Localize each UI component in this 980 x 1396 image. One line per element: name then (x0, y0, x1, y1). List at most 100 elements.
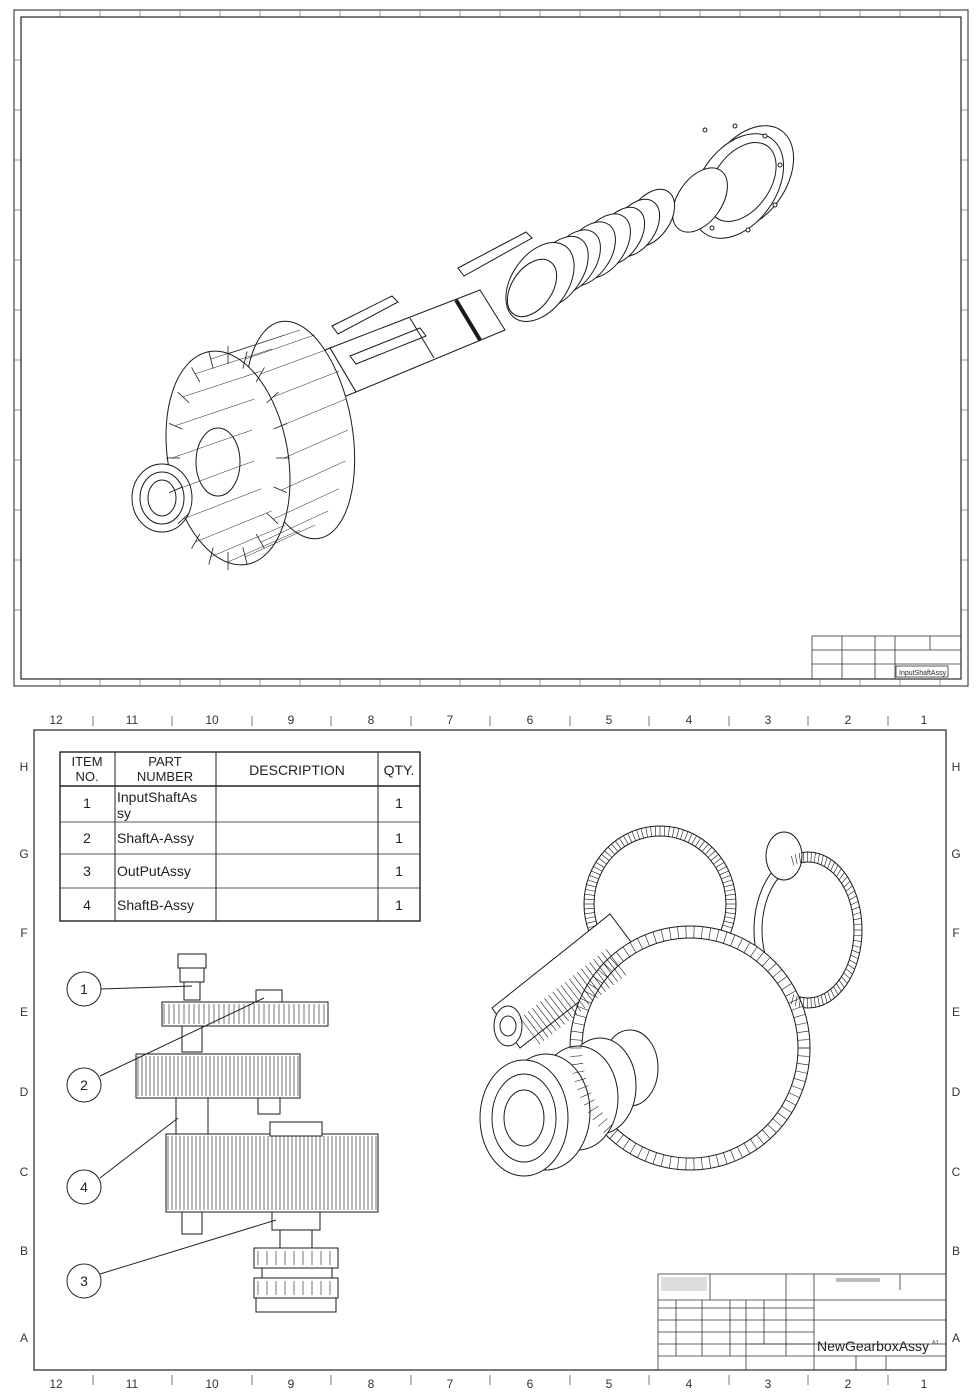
gear-tooth-line (851, 949, 860, 954)
gear-tooth-line (585, 889, 596, 892)
gear-tooth-line (593, 866, 603, 872)
drawing-sheet-2: 12 11 10 9 8 7 6 5 4 3 2 1 12 11 10 9 8 … (0, 708, 980, 1396)
balloon-item-3[interactable] (66, 1263, 102, 1299)
gear-tooth-line (601, 854, 610, 861)
balloon-callouts (66, 971, 277, 1299)
gear-tooth-line (772, 969, 783, 978)
gear-tooth-line (584, 898, 595, 901)
zone-row-left: F (20, 926, 27, 940)
gear-tooth-line (724, 889, 735, 892)
gear-tooth-line (654, 826, 657, 837)
gear-tooth-line (802, 852, 805, 863)
front-view-gear-teeth (137, 1004, 377, 1295)
input-gear-teeth (166, 329, 349, 570)
gear-tooth-line (851, 906, 860, 911)
balloon-item-4[interactable] (66, 1169, 102, 1205)
gear-tooth-line (676, 828, 680, 839)
zone-col-top: 12 (49, 713, 63, 727)
zone-col-top: 6 (527, 713, 534, 727)
zone-col-top: 5 (606, 713, 613, 727)
balloon-item-1[interactable] (66, 971, 102, 1007)
gear-tooth-line (174, 398, 255, 427)
gear-tooth-line (853, 939, 862, 943)
gear-tooth-line (802, 997, 805, 1008)
sheet-1-zone-ticks (14, 10, 968, 686)
gear-tooth-line (817, 853, 820, 864)
sheet-1-outer-border (13, 9, 969, 687)
zone-col-bottom: 8 (368, 1377, 375, 1391)
gear-tooth-line (730, 1149, 736, 1162)
gear-tooth-line (195, 348, 272, 375)
gear-tooth-line (794, 854, 798, 864)
sheet-2-canvas: 12 11 10 9 8 7 6 5 4 3 2 1 12 11 10 9 8 … (19, 713, 961, 1391)
gear-tooth-line (615, 1134, 624, 1145)
gear-tooth-line (704, 846, 713, 855)
zone-row-left: G (19, 847, 28, 861)
sheet-1-inner-border (20, 16, 962, 680)
gear-tooth-line (574, 1078, 587, 1082)
bom-cell-item: 2 (83, 830, 91, 846)
output-flange-2 (253, 1277, 339, 1299)
gear-tooth-line (636, 829, 640, 840)
gear-tooth-line (242, 547, 248, 565)
gear-tooth-line (687, 833, 693, 843)
gear-tooth-line (820, 855, 824, 865)
gear-tooth-line (810, 997, 812, 1008)
gear-tooth-line (601, 952, 623, 979)
gear-tooth-line (548, 994, 569, 1022)
gear-tooth-line (644, 934, 650, 947)
shaft-key-short (331, 295, 399, 335)
gear-tooth-line (721, 875, 731, 880)
gear-tooth-line (663, 826, 666, 837)
gearbox-isometric-view (479, 825, 863, 1177)
gear-tooth-line (723, 1152, 728, 1165)
bom-cell-qty: 1 (395, 795, 403, 811)
gear-tooth-line (824, 857, 828, 867)
gear-tooth-line (777, 976, 788, 984)
gear-tooth-line (168, 423, 183, 430)
gear-tooth-line (827, 859, 832, 869)
gear-tooth-line (260, 510, 329, 543)
bom-table: ITEM NO. PART NUMBER DESCRIPTION QTY. 1 … (59, 751, 421, 922)
gear-tooth-line (283, 429, 349, 459)
bom-cell-item: 4 (83, 897, 91, 913)
gear-tooth-line (273, 486, 288, 493)
gear-tooth-line (588, 1106, 599, 1113)
gear-tooth-line (583, 1099, 595, 1106)
gear-tooth-line (652, 1152, 657, 1165)
gear-tooth-line (607, 846, 616, 855)
gear-tooth-line (793, 1014, 806, 1018)
gear-tooth-line (266, 391, 279, 404)
gear-tooth-line (797, 1039, 810, 1041)
gear-tooth-line (589, 962, 610, 989)
gear-tooth-line (719, 870, 729, 876)
bom-cell-item: 3 (83, 863, 91, 879)
gear-tooth-line (684, 831, 689, 841)
zone-row-left: D (20, 1085, 29, 1099)
gear-tooth-line (796, 1063, 809, 1066)
gear-tooth-line (680, 829, 684, 840)
gear-tooth-line (182, 370, 262, 398)
end-bearing (131, 463, 193, 533)
gear-tooth-line (652, 931, 657, 944)
gear-tooth-line (629, 942, 637, 953)
zone-row-right: C (952, 1165, 961, 1179)
gear-tooth-line (571, 1030, 584, 1033)
gear-tooth-line (677, 926, 680, 939)
balloon-item-2[interactable] (66, 1067, 102, 1103)
gear-tooth-line (743, 942, 751, 953)
sheet-1-title-block: InputShaftAssy (811, 635, 962, 680)
gear-tooth-line (708, 1156, 712, 1169)
gear-tooth-line (660, 929, 665, 942)
zone-row-right: F (952, 926, 959, 940)
gear-tooth-line (817, 996, 820, 1007)
sheet-1-drawing-name: InputShaftAssy (899, 670, 947, 677)
gear-tooth-line (585, 916, 596, 919)
gear-tooth-line (824, 993, 828, 1003)
gear-tooth-line (255, 367, 265, 383)
zone-col-top: 10 (205, 713, 219, 727)
gear-tooth-line (194, 510, 272, 543)
gear-tooth-line (577, 1005, 589, 1011)
gear-tooth-line (622, 946, 630, 957)
zone-row-right: A (952, 1331, 960, 1345)
